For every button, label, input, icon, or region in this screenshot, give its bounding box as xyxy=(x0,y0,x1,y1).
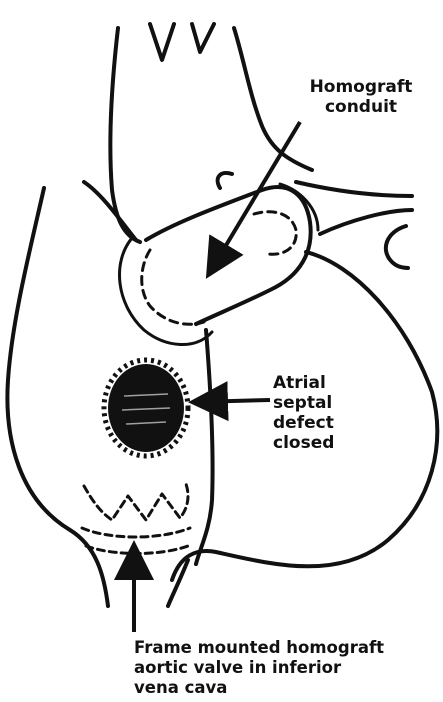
label-asd-line-4: closed xyxy=(273,433,373,453)
label-homograft-conduit: Homograft conduit xyxy=(306,77,416,117)
ivc-valve-ring-2 xyxy=(86,546,188,554)
anastomosis-suture-left xyxy=(120,238,213,345)
asd-patch xyxy=(104,360,188,456)
appendage xyxy=(218,173,232,188)
label-homograft-line-1: Homograft xyxy=(306,77,416,97)
conduit-dashed-end xyxy=(254,212,296,255)
label-valve-line-2: aortic valve in inferior xyxy=(134,658,434,678)
label-valve-line-3: vena cava xyxy=(134,678,434,698)
label-homograft-line-2: conduit xyxy=(306,97,416,117)
anastomosis-suture-right xyxy=(280,184,318,230)
pulmonary-branch-hook xyxy=(386,226,408,268)
aorta-right-wall xyxy=(234,28,312,170)
ivc-valve-frame xyxy=(84,484,188,520)
cava-left-wall xyxy=(7,188,108,606)
label-asd-line-2: septal xyxy=(273,393,373,413)
label-asd-line-3: defect xyxy=(273,413,373,433)
ivc-valve-ring-1 xyxy=(82,528,190,537)
aorta-inner-curve xyxy=(84,182,136,240)
arch-vessels xyxy=(150,24,214,60)
label-valve-line-1: Frame mounted homograft xyxy=(134,638,434,658)
homograft-conduit xyxy=(146,187,311,324)
label-ivc-valve: Frame mounted homograft aortic valve in … xyxy=(134,638,434,698)
label-asd-closed: Atrial septal defect closed xyxy=(273,373,373,453)
label-asd-line-1: Atrial xyxy=(273,373,373,393)
conduit-dashed-inner xyxy=(142,250,204,324)
septum-right-wall xyxy=(196,330,213,564)
arrow-asd xyxy=(196,400,270,402)
